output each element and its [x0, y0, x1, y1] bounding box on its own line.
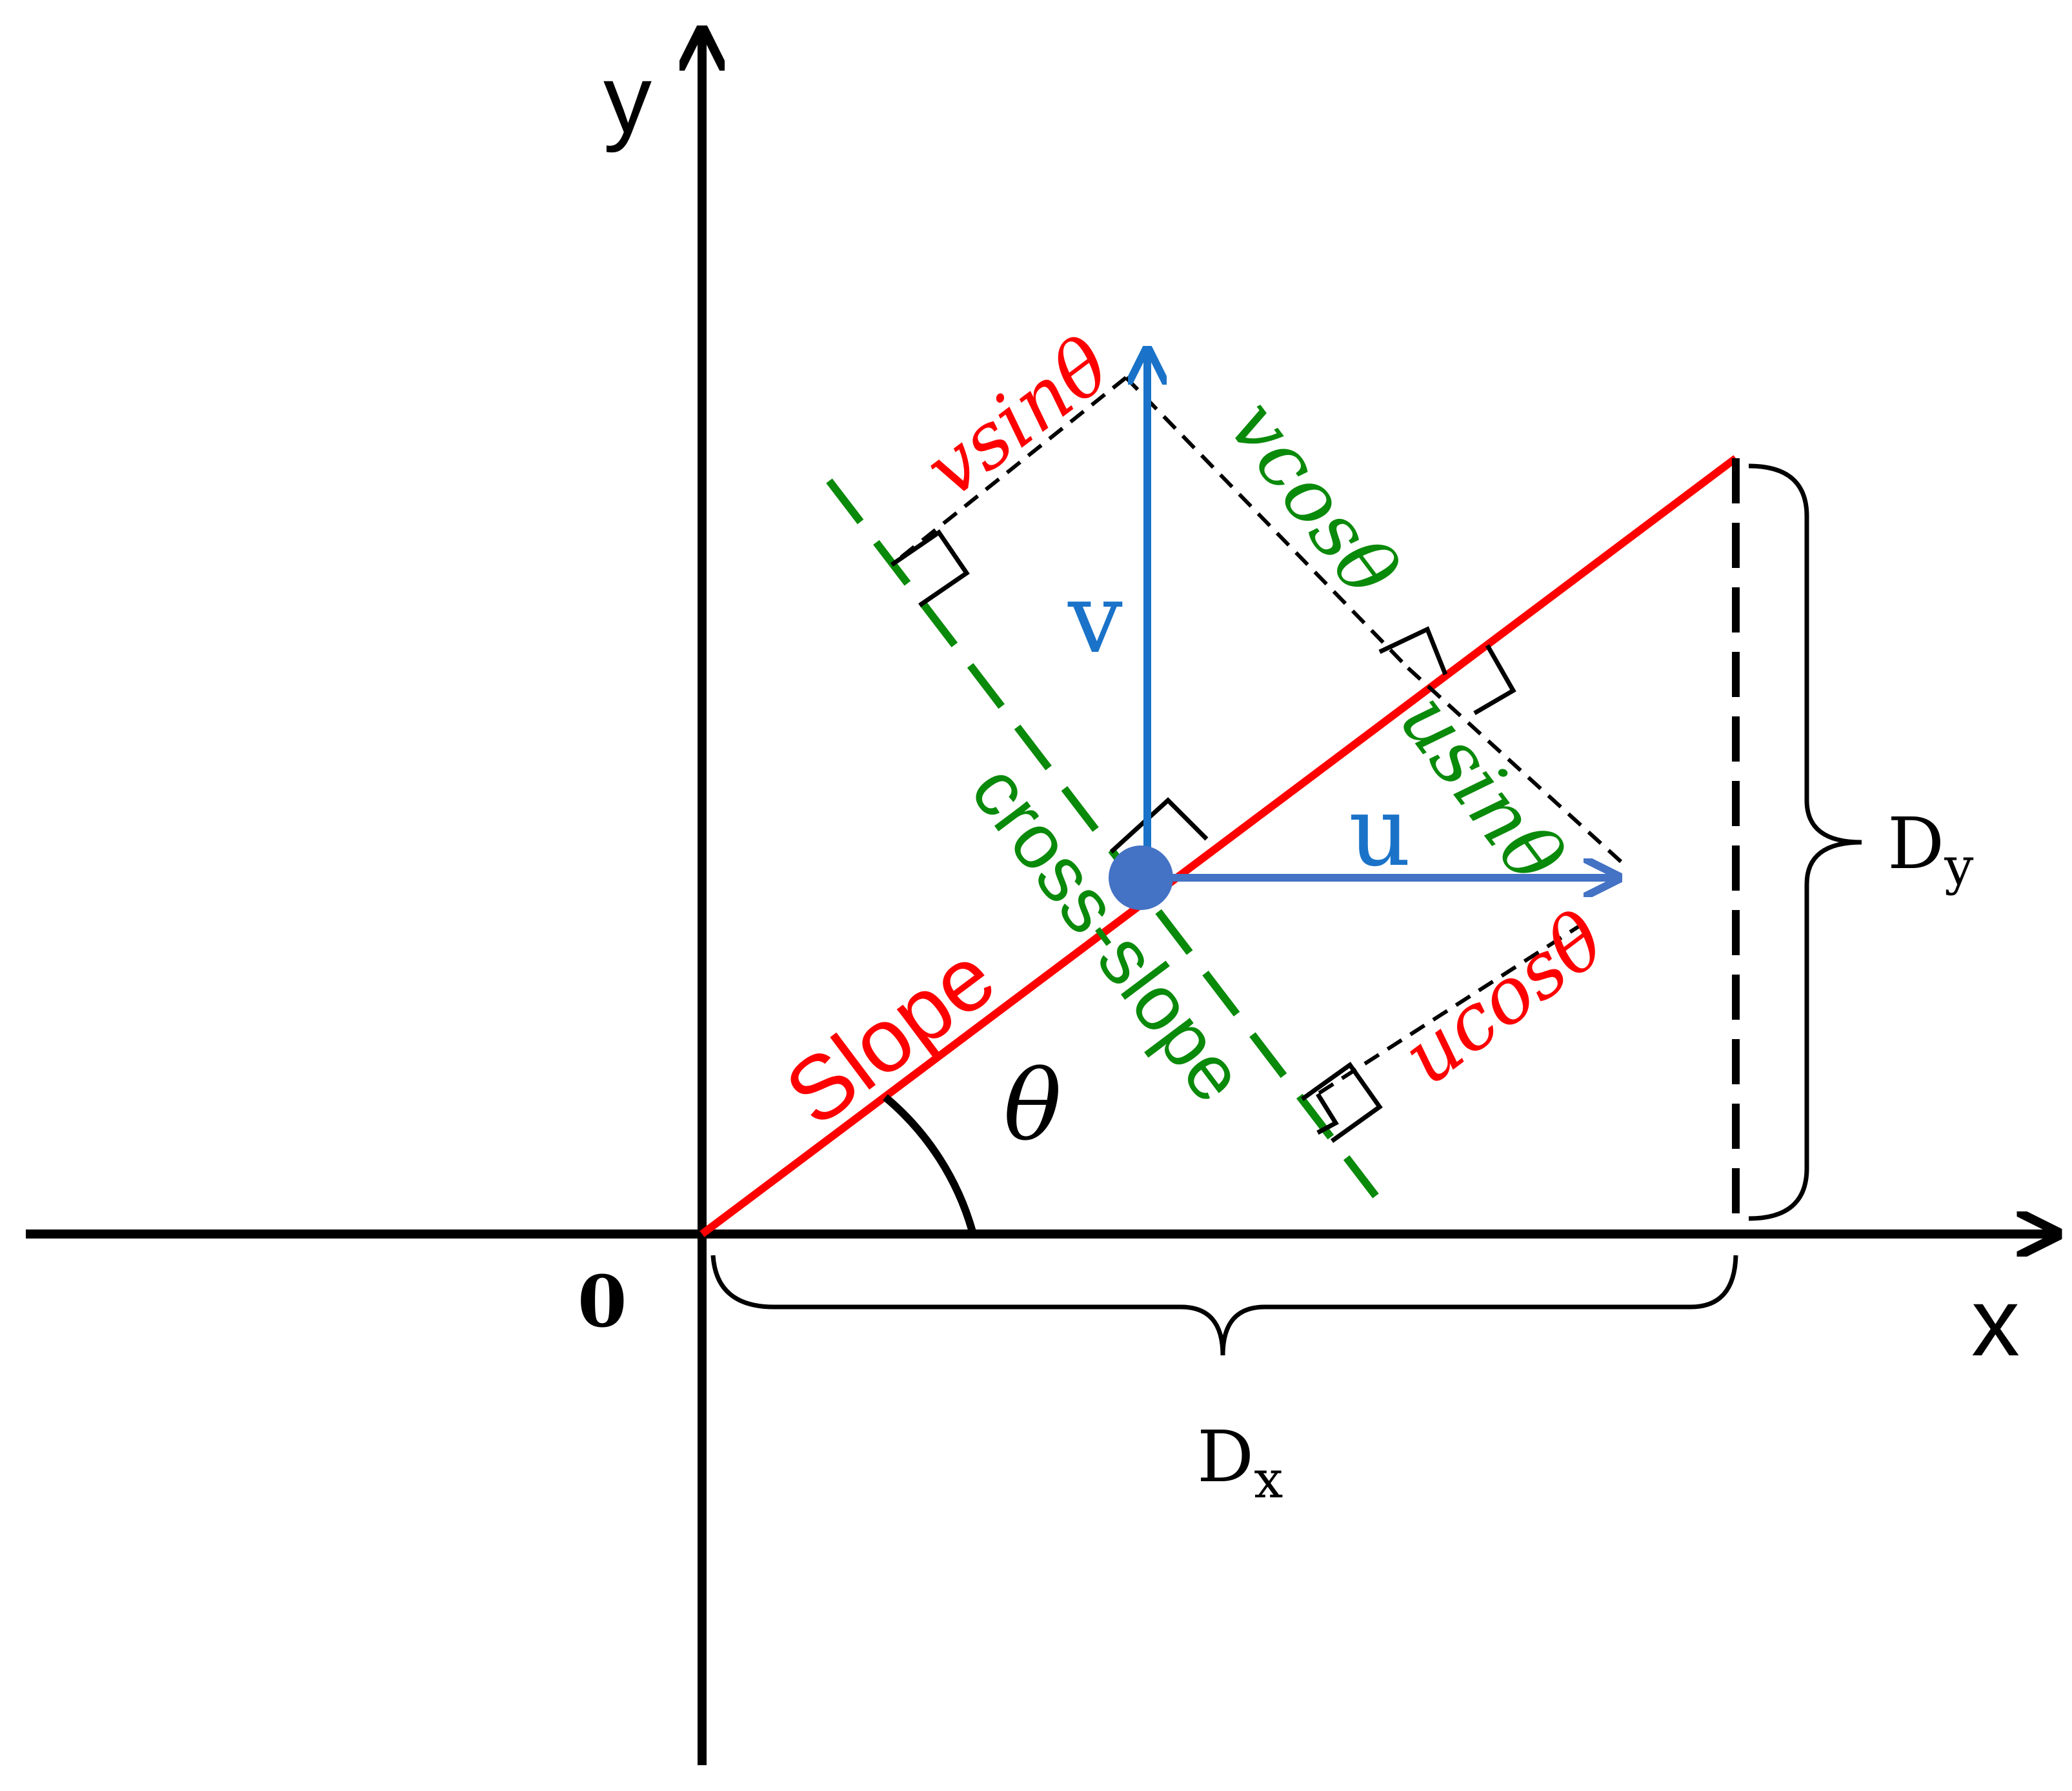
particle-point	[1109, 845, 1173, 910]
dx-brace	[710, 1255, 1738, 1356]
right-angle-markers	[890, 529, 1516, 1143]
y-axis-label: y	[603, 45, 652, 153]
component-projection-lines	[890, 376, 1623, 1096]
dy-label: Dy	[1887, 802, 1973, 896]
cross-slope-label: cross-slope	[954, 749, 1262, 1117]
ucos-label: ucosθ	[1387, 895, 1622, 1103]
dx-label: Dx	[1197, 1415, 1283, 1510]
vector-u-label: u	[1349, 776, 1411, 888]
dy-brace	[1748, 463, 1862, 1221]
x-axis-label: x	[1971, 1268, 2020, 1376]
slope-line	[699, 455, 1738, 1237]
slope-label: Slope	[767, 925, 1013, 1145]
theta-label: θ	[1003, 1050, 1061, 1162]
vsin-label: vsinθ	[909, 321, 1127, 516]
origin-label: 0	[578, 1260, 627, 1343]
vector-v-label: v	[1067, 563, 1123, 675]
theta-angle-arc	[883, 1094, 977, 1235]
